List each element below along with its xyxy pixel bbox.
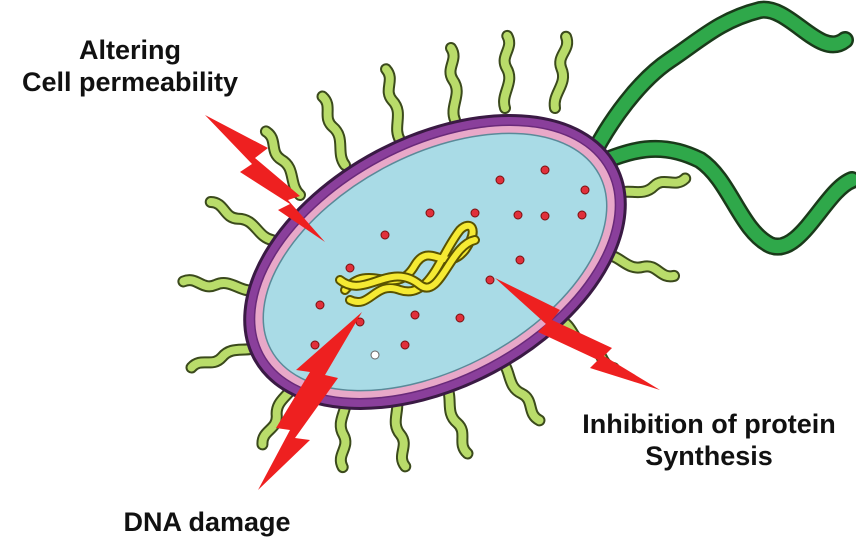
label-line: Altering [0,34,260,66]
label-altering-cell-permeability: Altering Cell permeability [0,34,260,98]
label-line: Inhibition of protein [562,408,856,440]
label-line: Cell permeability [0,66,260,98]
label-inhibition-of-protein-synthesis: Inhibition of protein Synthesis [562,408,856,472]
label-line: Synthesis [562,440,856,472]
flagellum-icon [590,10,852,247]
label-dna-damage: DNA damage [112,506,302,538]
